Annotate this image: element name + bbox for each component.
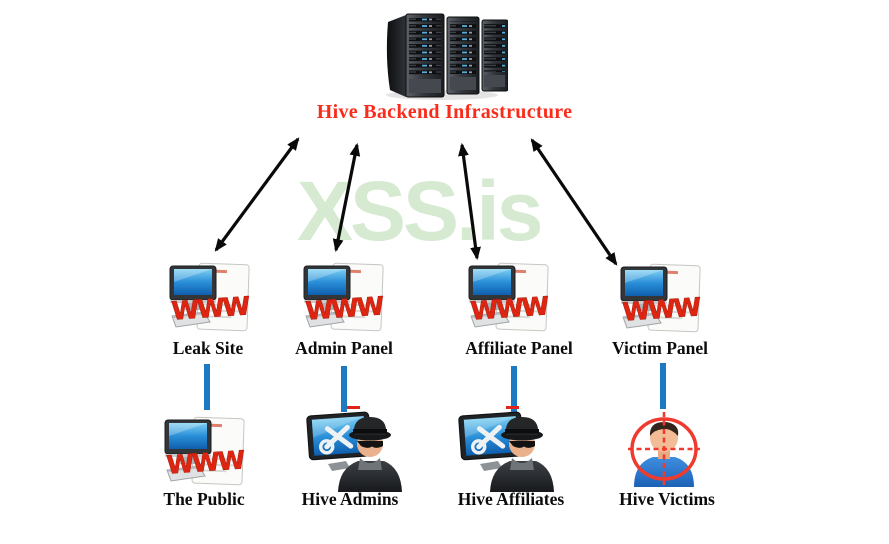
node-label-leak-site: Leak Site bbox=[172, 338, 244, 358]
link-backend-leak-site bbox=[214, 137, 300, 252]
www-glyph: WWW bbox=[622, 292, 702, 326]
diagram-title: Hive Backend Infrastructure bbox=[316, 101, 573, 123]
target-person-icon bbox=[626, 410, 702, 489]
www-site-icon: WWW bbox=[164, 416, 246, 486]
hacker-icon bbox=[458, 406, 554, 492]
www-glyph: WWW bbox=[166, 445, 246, 479]
node-label-victim-panel: Victim Panel bbox=[611, 338, 709, 358]
server-rack-icon bbox=[386, 13, 508, 100]
www-site-icon: WWW bbox=[169, 262, 251, 332]
www-glyph: WWW bbox=[470, 291, 550, 325]
node-label-the-public: The Public bbox=[163, 489, 245, 509]
www-site-icon: WWW bbox=[620, 263, 702, 333]
red-dash bbox=[347, 406, 360, 409]
connector-leak-public bbox=[204, 364, 210, 410]
connector-admin-admins bbox=[341, 366, 347, 412]
www-glyph: WWW bbox=[305, 291, 385, 325]
connector-victim-victims bbox=[660, 363, 666, 409]
connector-affiliate-affiliates bbox=[511, 366, 517, 412]
node-label-hive-victims: Hive Victims bbox=[619, 489, 715, 509]
node-label-hive-admins: Hive Admins bbox=[301, 489, 399, 509]
node-label-hive-affiliates: Hive Affiliates bbox=[457, 489, 565, 509]
hacker-icon bbox=[306, 406, 402, 492]
www-glyph: WWW bbox=[171, 291, 251, 325]
node-label-affiliate-panel: Affiliate Panel bbox=[465, 338, 573, 358]
link-backend-victim-panel bbox=[530, 138, 618, 266]
red-dash bbox=[506, 406, 519, 409]
www-site-icon: WWW bbox=[468, 262, 550, 332]
www-site-icon: WWW bbox=[303, 262, 385, 332]
link-backend-admin-panel bbox=[332, 142, 361, 253]
node-label-admin-panel: Admin Panel bbox=[295, 338, 393, 358]
link-backend-affiliate-panel bbox=[458, 142, 481, 261]
